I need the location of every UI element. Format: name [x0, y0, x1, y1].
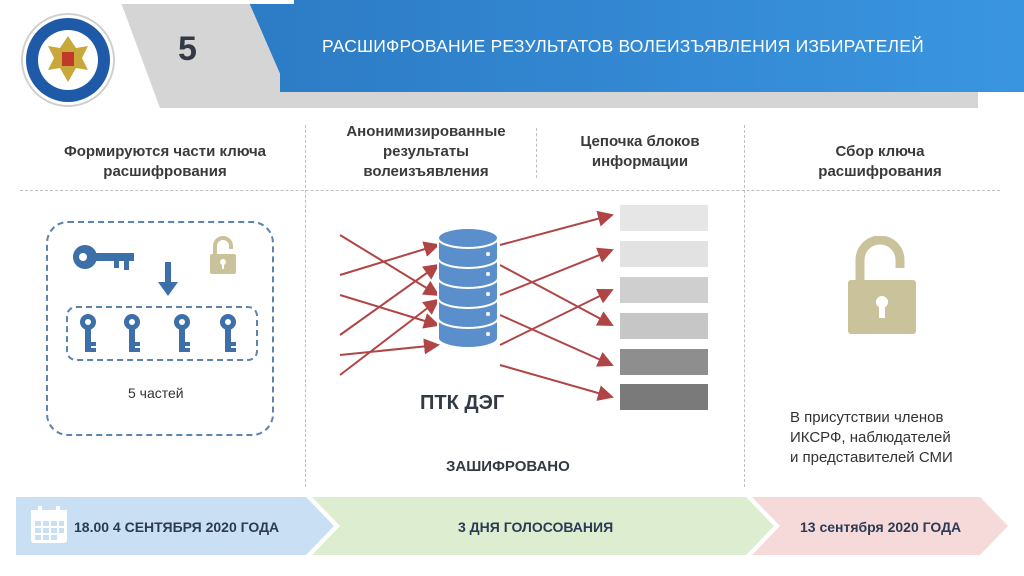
key-icon	[73, 245, 134, 270]
timeline-bar	[16, 497, 1008, 555]
header-divider	[20, 190, 1000, 191]
col4-heading-line2: расшифрования	[818, 163, 942, 180]
col-divider-2	[536, 128, 537, 178]
encrypted-status: ЗАШИФРОВАНО	[446, 458, 570, 475]
chain-block-2	[620, 241, 708, 267]
timeline-end-label: 13 сентября 2020 ГОДА	[800, 519, 962, 535]
col4-heading: Сбор ключа расшифрования	[770, 142, 990, 182]
chain-block-1	[620, 205, 708, 231]
col1-heading: Формируются части ключа расшифрования	[40, 142, 290, 182]
cec-emblem-icon	[21, 13, 115, 107]
presence-line3: и представителей СМИ	[790, 449, 953, 466]
header-gray-strip	[160, 92, 978, 108]
header-top-white	[114, 0, 294, 4]
calendar-icon	[31, 506, 67, 543]
chain-block-5	[620, 349, 708, 375]
key-parts-label: 5 частей	[128, 385, 184, 401]
col2-heading: Анонимизированные результаты волеизъявле…	[316, 122, 536, 182]
page-title: РАСШИФРОВАНИЕ РЕЗУЛЬТАТОВ ВОЛЕИЗЪЯВЛЕНИЯ…	[322, 36, 924, 56]
col1-heading-line2: расшифрования	[103, 163, 227, 180]
presence-line1: В присутствии членов	[790, 409, 944, 426]
key-part-icons	[80, 314, 236, 352]
col3-heading-line1: Цепочка блоков	[580, 133, 700, 150]
timeline-middle-label: 3 ДНЯ ГОЛОСОВАНИЯ	[458, 519, 614, 535]
timeline-segment-start	[16, 497, 334, 555]
lock-open-icon	[210, 236, 236, 274]
data-flow-arrows	[339, 210, 614, 401]
col-divider-3	[744, 125, 745, 487]
header-banner-corner	[248, 0, 288, 92]
col2-heading-line3: волеизъявления	[363, 163, 489, 180]
presence-line2: ИКСРФ, наблюдателей	[790, 429, 951, 446]
chain-block-6	[620, 384, 708, 410]
server-label: ПТК ДЭГ	[420, 392, 505, 414]
timeline-segment-middle	[312, 497, 774, 555]
header-banner	[280, 0, 1024, 92]
col2-heading-line1: Анонимизированные	[346, 123, 506, 140]
lock-open-large-icon	[848, 236, 916, 334]
key-parts-group	[66, 306, 258, 361]
chain-block-4	[620, 313, 708, 339]
presence-note: В присутствии членов ИКСРФ, наблюдателей…	[790, 408, 1000, 468]
database-server-icon	[437, 227, 499, 349]
arrow-down-icon	[158, 262, 178, 296]
col-divider-1	[305, 125, 306, 487]
col4-heading-line1: Сбор ключа	[835, 143, 925, 160]
timeline-start-label: 18.00 4 СЕНТЯБРЯ 2020 ГОДА	[74, 519, 280, 535]
key-parts-panel	[46, 221, 274, 436]
step-number: 5	[178, 30, 197, 68]
chain-block-3	[620, 277, 708, 303]
timeline-segment-end	[752, 497, 1008, 555]
col1-heading-line1: Формируются части ключа	[63, 143, 267, 160]
col3-heading-line2: информации	[591, 153, 689, 170]
col2-heading-line2: результаты	[382, 143, 469, 160]
col3-heading: Цепочка блоков информации	[540, 132, 740, 172]
